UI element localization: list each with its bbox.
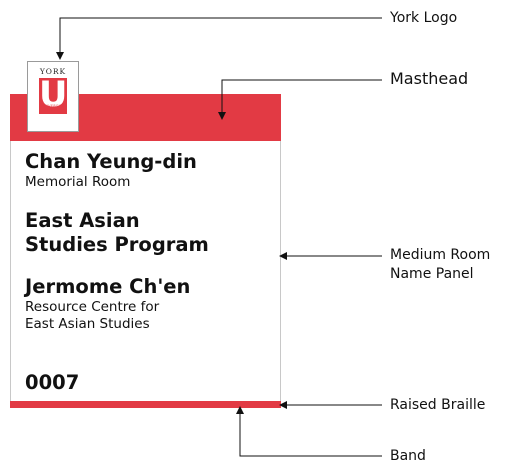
logo-red-block: U UNIVERSITÉ UNIVERSITY [39, 75, 68, 115]
bottom-band [10, 401, 281, 408]
york-logo-callout-line [56, 17, 382, 60]
logo-top-text: YORK [39, 67, 67, 76]
panel-label-line-2: Name Panel [390, 266, 474, 282]
masthead-callout-line [218, 79, 382, 120]
logo-letter: U [39, 75, 68, 115]
raised-braille-label: Raised Braille [390, 397, 486, 413]
masthead-label: Masthead [390, 69, 469, 88]
band-callout-line [236, 406, 382, 457]
program-name-line-1: East Asian [25, 209, 140, 232]
room-number: 0007 [25, 371, 80, 394]
band-label: Band [390, 448, 426, 464]
resource-description-line-2: East Asian Studies [25, 316, 150, 332]
york-logo: YORK U UNIVERSITÉ UNIVERSITY [27, 61, 79, 132]
room-name-primary: Chan Yeung-din [25, 150, 197, 173]
room-name-secondary: Memorial Room [25, 174, 131, 190]
room-name-panel [10, 94, 281, 403]
york-logo-label: York Logo [390, 10, 458, 26]
resource-name: Jermome Ch'en [25, 275, 191, 298]
resource-description-line-1: Resource Centre for [25, 299, 160, 315]
logo-sub-text-2: UNIVERSITY [41, 108, 65, 112]
panel-label-line-1: Medium Room [390, 247, 491, 263]
program-name-line-2: Studies Program [25, 233, 209, 256]
logo-sub-text-1: UNIVERSITÉ [41, 104, 65, 108]
